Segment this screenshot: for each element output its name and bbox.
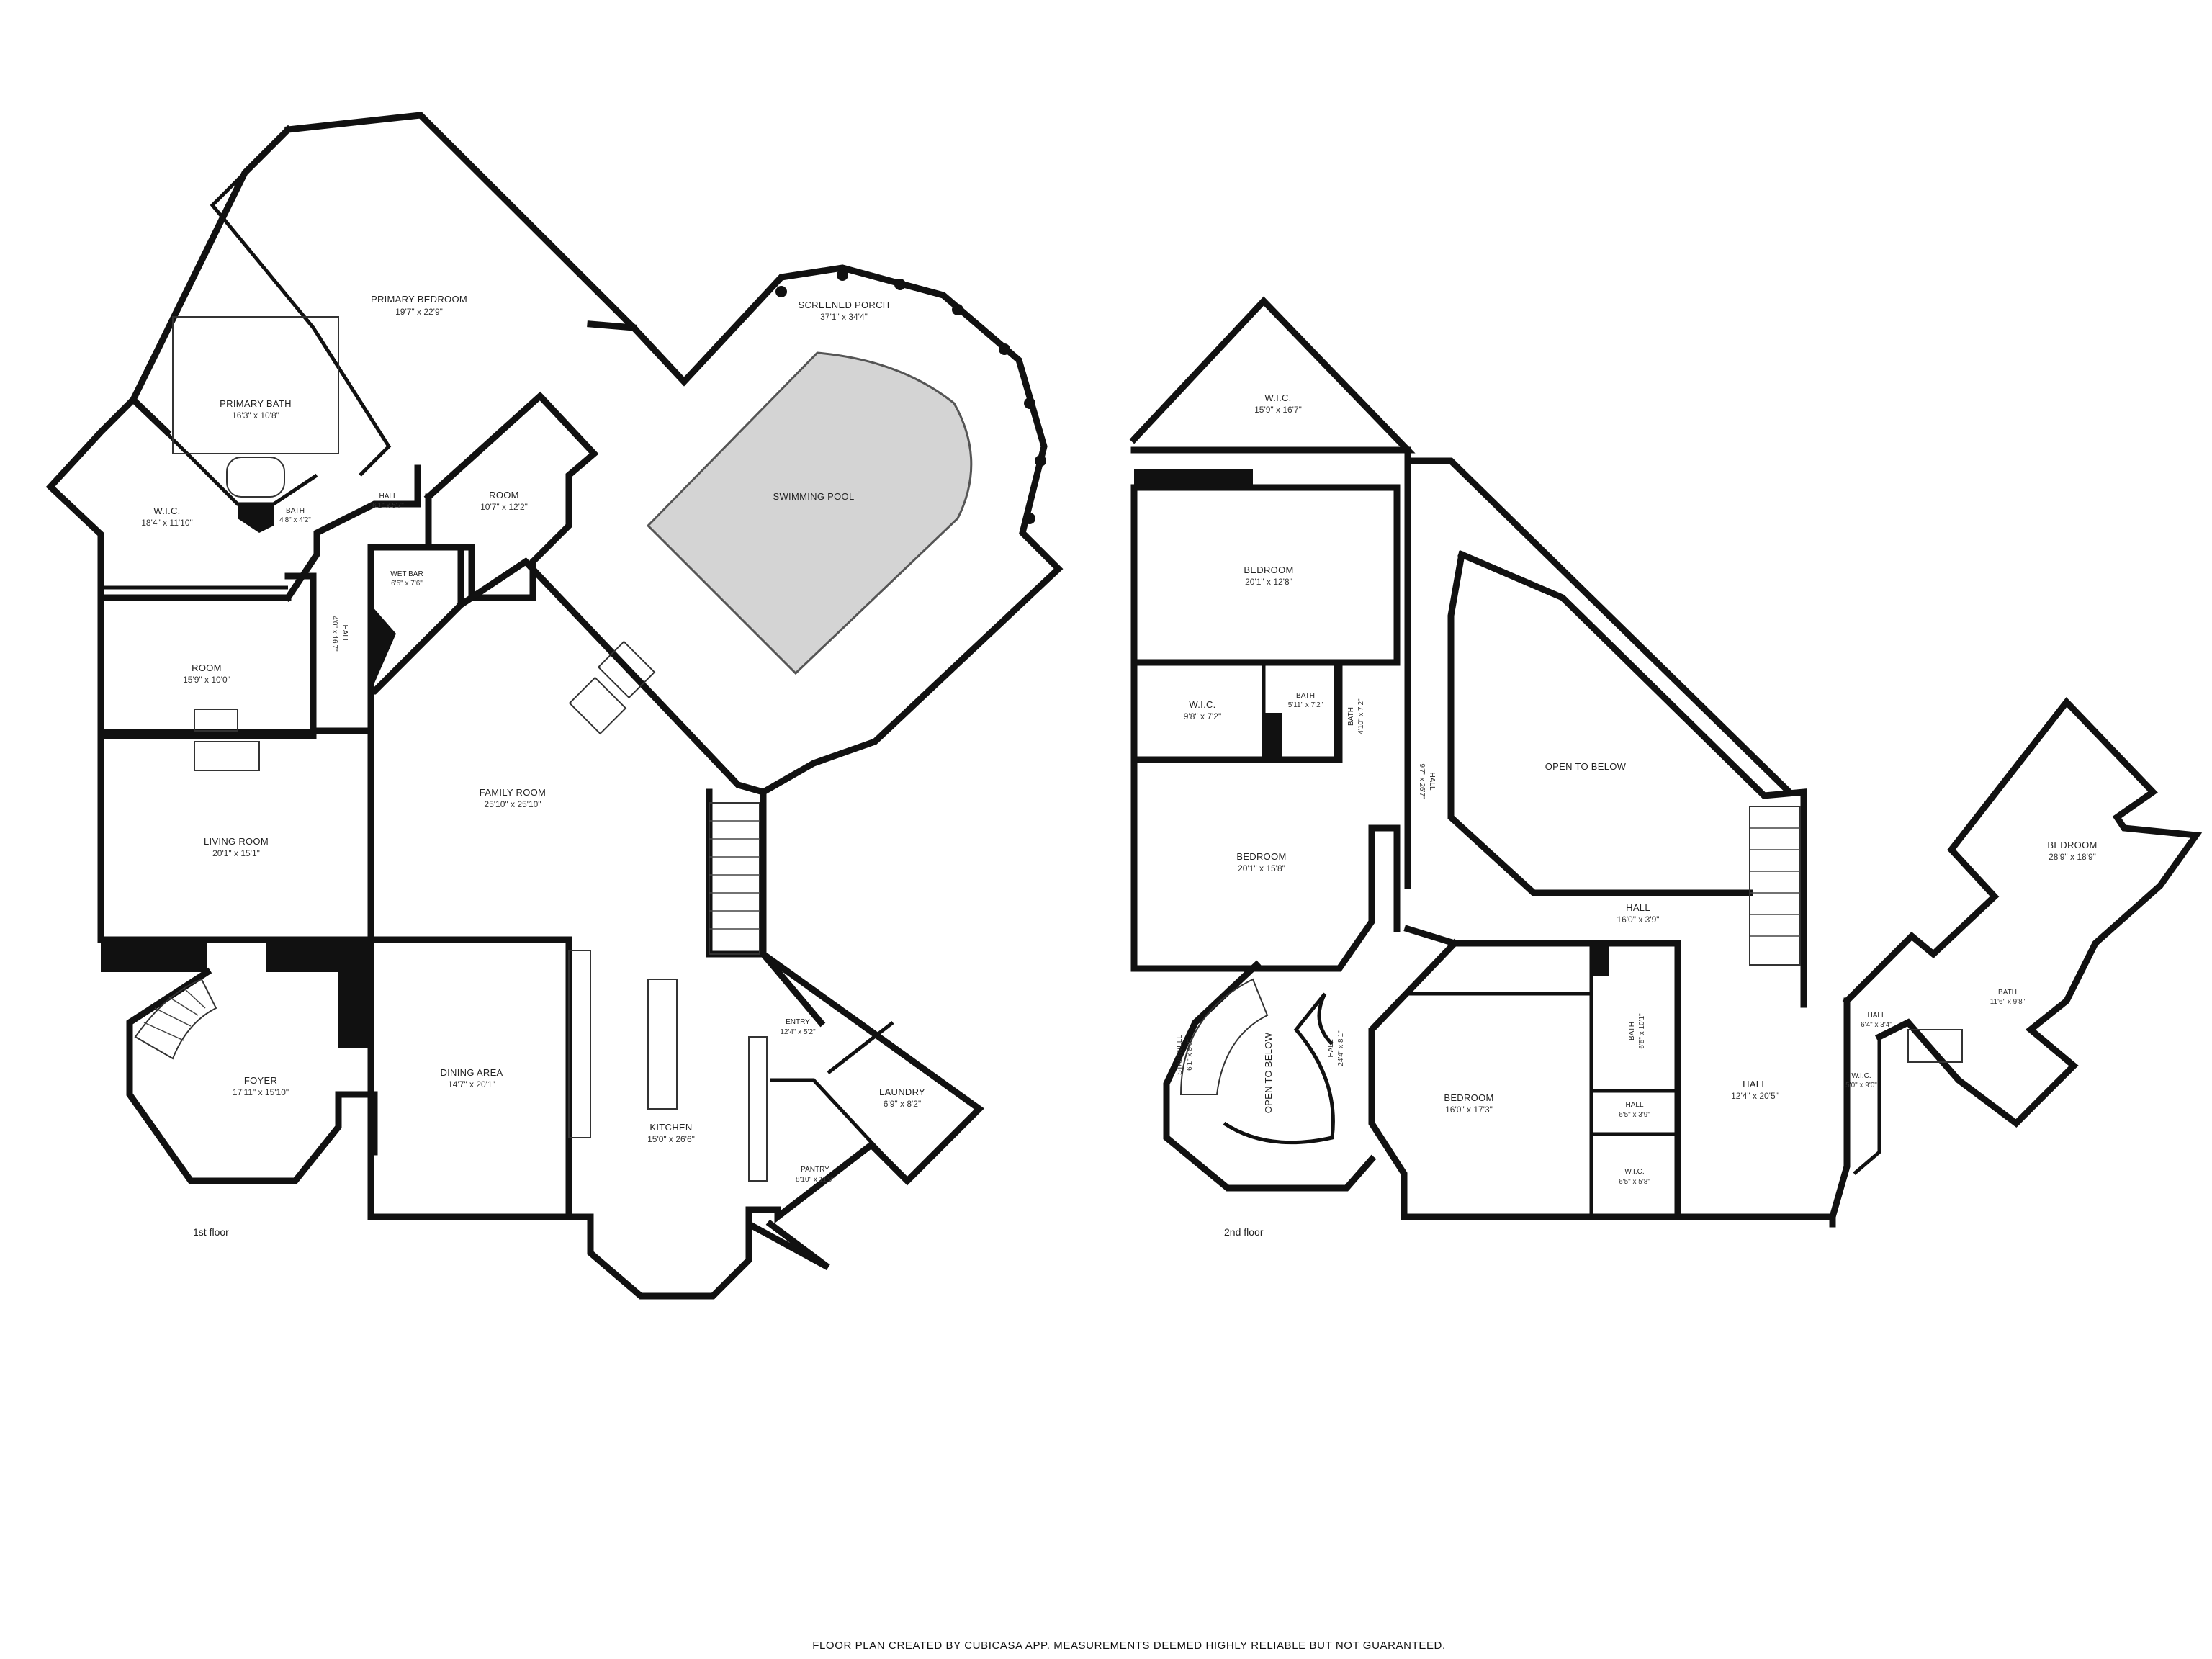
first-floor [45,112,1064,1300]
floor-label-2: 2nd floor [1224,1226,1264,1238]
porch-columns [775,269,1046,524]
room-dims: 16'0" x 3'9" [1617,914,1659,925]
room-dims: 6'1" x 8'0" [1186,1039,1194,1071]
room-dims: 11'6" x 9'8" [1990,998,2026,1006]
stair-foyer [134,978,217,1060]
room-dims: 8'10" x 11'9" [796,1176,835,1184]
room-name: ROOM [192,662,222,673]
room-name: BEDROOM [1444,1092,1493,1103]
room-dims: 37'1" x 34'4" [820,312,868,322]
room-name: BEDROOM [1236,851,1286,862]
room-dims: 5'11" x 7'2" [1288,701,1323,709]
room-name: PRIMARY BATH [220,398,292,409]
room-dims: 9'7" x 26'7" [1418,763,1426,799]
room-name: HALL [1743,1079,1767,1089]
room-name: WET BAR [390,570,423,578]
room-name: W.I.C. [1189,699,1215,710]
room-name: HALL [1867,1012,1885,1020]
room-dims: 10'7" x 12'2" [480,502,528,512]
room-name: OPEN TO BELOW [1545,761,1627,772]
room-dims: 15'9" x 10'0" [183,675,230,685]
room-name: HALL [1625,1101,1643,1109]
room-name: OPEN TO BELOW [1263,1032,1274,1113]
room-dims: 4'0" x 16'7" [331,616,338,652]
room-name: HALL [379,493,397,500]
room-dims: 20'1" x 12'8" [1245,577,1292,587]
room-name: W.I.C. [1851,1072,1871,1080]
room-name: SCREENED PORCH [799,300,890,310]
room-name: SWIMMING POOL [773,491,855,502]
room-name: W.I.C. [1624,1168,1644,1176]
room-dims: 6'1" x 5'7" [372,502,404,510]
room-dims: 12'4" x 5'2" [780,1028,816,1036]
room-dims: 18'4" x 11'10" [141,518,193,528]
room-name: PRIMARY BEDROOM [371,294,467,305]
room-labels: PRIMARY BEDROOM 19'7" x 22'9" SCREENED P… [141,294,2097,1652]
room-name: BATH [1296,692,1315,700]
room-dims: 15'0" x 26'6" [647,1134,695,1144]
room-dims: 6'5" x 5'8" [1619,1178,1650,1186]
room-name: STAIRWELL [1176,1035,1184,1075]
room-name: HALL [1327,1039,1335,1057]
room-name: HALL [341,624,349,642]
room-dims: 4'10" x 7'2" [1357,698,1365,734]
room-name: BATH [1347,707,1355,726]
room-name: FAMILY ROOM [480,787,546,798]
room-name: LIVING ROOM [204,836,269,847]
disclaimer: FLOOR PLAN CREATED BY CUBICASA APP. MEAS… [812,1640,1446,1652]
room-name: BATH [1998,989,2017,997]
room-name: BATH [1628,1022,1636,1040]
room-name: DINING AREA [440,1067,503,1078]
room-dims: 17'11" x 15'10" [233,1087,289,1097]
stairwell-curve [1179,978,1269,1095]
room-name: W.I.C. [153,505,180,516]
stair-1st-center [709,802,760,955]
room-dims: 16'0" x 17'3" [1445,1105,1493,1115]
stair-2nd-right [1749,806,1801,966]
floor-label-1: 1st floor [193,1226,229,1238]
room-name: HALL [1626,902,1650,913]
room-name: LAUNDRY [879,1087,925,1097]
room-dims: 6'5" x 3'9" [1619,1111,1650,1119]
room-dims: 4'8" x 4'2" [279,516,311,524]
room-name: HALL [1428,772,1436,790]
room-dims: 6'5" x 10'1" [1638,1013,1646,1049]
room-dims: 19'7" x 22'9" [395,307,443,317]
room-dims: 9'8" x 7'2" [1184,711,1221,721]
room-dims: 6'5" x 7'6" [391,580,423,588]
room-dims: 6'9" x 8'2" [884,1099,921,1109]
room-dims: 20'1" x 15'1" [212,848,260,858]
swimming-pool [646,351,973,675]
room-dims: 24'4" x 8'1" [1337,1030,1345,1066]
room-dims: 6'4" x 3'4" [1861,1021,1892,1029]
room-dims: 14'7" x 20'1" [448,1079,495,1089]
room-name: ROOM [489,490,519,500]
room-name: BEDROOM [1244,565,1293,575]
room-name: ENTRY [786,1018,810,1026]
room-name: W.I.C. [1264,392,1291,403]
room-name: FOYER [244,1075,277,1086]
room-dims: 15'9" x 16'7" [1254,405,1302,415]
room-name: KITCHEN [649,1122,692,1133]
room-dims: 28'9" x 18'9" [2049,852,2096,862]
room-dims: 16'3" x 10'8" [232,410,279,421]
room-name: BEDROOM [2047,840,2097,850]
room-dims: 12'4" x 20'5" [1731,1091,1779,1101]
room-name: BATH [286,507,305,515]
room-name: PANTRY [801,1166,830,1174]
room-dims: 25'10" x 25'10" [484,799,541,809]
second-floor [1129,296,2203,1228]
room-dims: 20'1" x 15'8" [1238,863,1285,873]
room-dims: 5'0" x 9'0" [1845,1082,1877,1089]
